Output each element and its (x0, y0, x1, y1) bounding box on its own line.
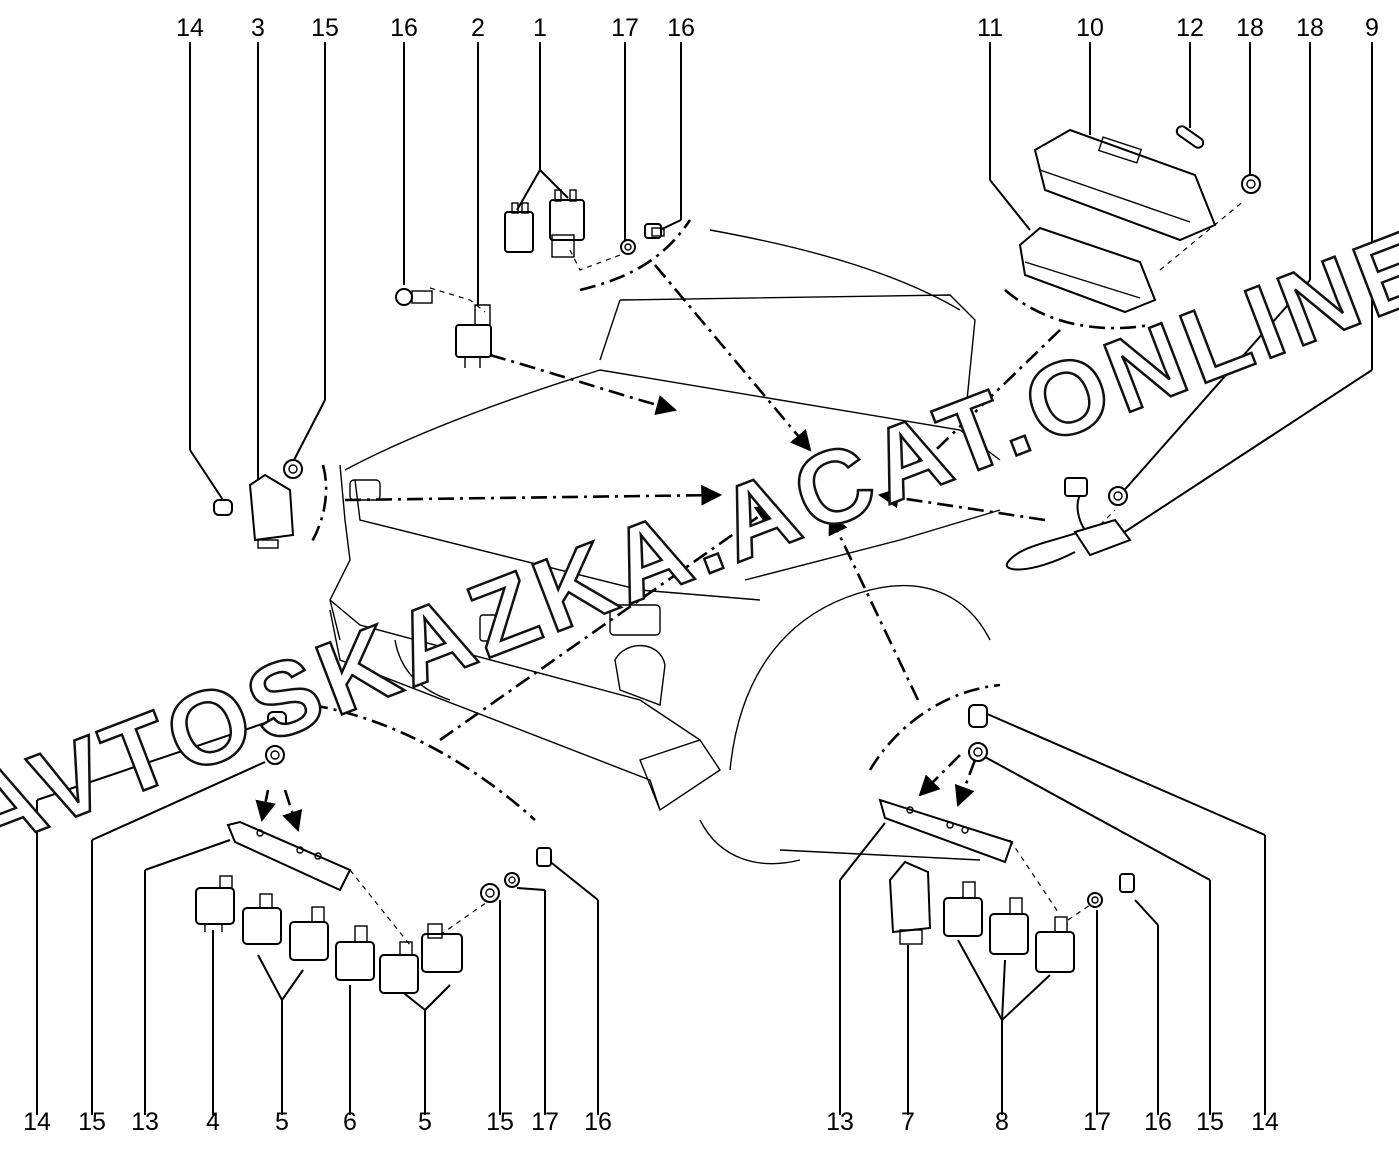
callout-label: 16 (667, 14, 695, 42)
part-nut-15-mid (480, 883, 500, 903)
part-nut-18-top (1241, 174, 1261, 194)
part-fuse-12 (1175, 125, 1205, 149)
callout-label: 18 (1296, 14, 1324, 42)
callout-label: 18 (1236, 14, 1264, 42)
callout-label: 6 (343, 1108, 357, 1136)
part-relay-6 (335, 925, 375, 981)
part-relay-8a (943, 881, 983, 937)
part-nut-18-right (1108, 486, 1128, 506)
callout-label: 17 (611, 14, 639, 42)
callout-label: 7 (901, 1108, 915, 1136)
callout-label: 10 (1076, 14, 1104, 42)
part-washer-17-mid (504, 872, 520, 888)
callout-label: 16 (1144, 1108, 1172, 1136)
part-screw-16-top (644, 223, 665, 239)
callout-label: 5 (275, 1108, 289, 1136)
part-bracket-13-left (226, 820, 352, 892)
part-screw-16-top-left (395, 288, 433, 306)
part-nut-15-top (283, 459, 303, 479)
callout-label: 5 (418, 1108, 432, 1136)
part-fuse-box-11 (1018, 226, 1157, 314)
callout-label: 12 (1176, 14, 1204, 42)
part-bolt-14-right (968, 704, 988, 728)
assembly-lines (349, 199, 1246, 946)
part-relay-5c (379, 941, 419, 994)
part-relay-5a (242, 893, 282, 945)
part-relay-2 (455, 304, 492, 368)
callout-label: 1 (533, 14, 547, 42)
part-relay-1-pair (504, 189, 585, 258)
callout-label: 4 (206, 1108, 220, 1136)
callout-label: 17 (1083, 1108, 1111, 1136)
callout-label: 15 (78, 1108, 106, 1136)
part-nut-17-top (620, 239, 636, 255)
part-bolt-14-left (267, 711, 287, 735)
part-fuse-box-10 (1033, 128, 1217, 242)
part-relay-7 (888, 860, 932, 945)
callout-label: 13 (826, 1108, 854, 1136)
callout-label: 15 (1196, 1108, 1224, 1136)
callout-label: 16 (390, 14, 418, 42)
part-relay-4 (195, 875, 235, 932)
part-relay-5d (421, 923, 463, 973)
callout-label: 14 (1251, 1108, 1279, 1136)
part-screw-16-right (1119, 873, 1135, 893)
callout-label: 9 (1365, 14, 1379, 42)
leader-lines (36, 42, 1373, 1115)
pointer-arrows (255, 264, 1061, 832)
callout-label: 2 (471, 14, 485, 42)
part-nut-15-left (265, 745, 285, 765)
callout-label: 15 (486, 1108, 514, 1136)
part-relay-8b (989, 897, 1029, 955)
group-arcs (308, 219, 1151, 821)
part-washer-17-right (1087, 892, 1103, 908)
part-screw-16-mid (536, 847, 552, 867)
callout-label: 3 (251, 14, 265, 42)
part-bracket-13-right (878, 798, 1014, 864)
callout-label: 15 (311, 14, 339, 42)
callout-label: 14 (23, 1108, 51, 1136)
part-harness-9 (1005, 477, 1132, 571)
part-bolt-14-top (213, 499, 233, 516)
part-unit-3 (248, 473, 295, 549)
callout-label: 17 (531, 1108, 559, 1136)
part-relay-5b (289, 906, 329, 961)
part-relay-8c (1035, 916, 1075, 973)
callout-label: 8 (995, 1108, 1009, 1136)
callout-label: 16 (584, 1108, 612, 1136)
callout-label: 13 (131, 1108, 159, 1136)
callout-label: 11 (977, 14, 1003, 42)
callout-label: 14 (176, 14, 204, 42)
part-nut-15-right (968, 742, 988, 762)
